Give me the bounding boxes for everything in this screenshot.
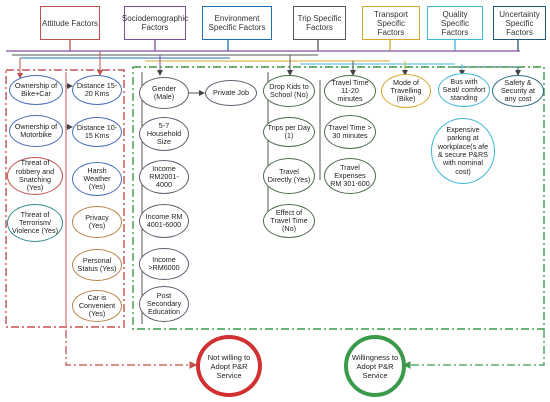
node-expensive-parking: Expensive parking at workplace(s afe & s…: [431, 118, 495, 184]
node-ownership-bike-car: Ownership of Bike+Car: [9, 75, 63, 105]
node-threat-robbery: Threat of robbery and Snatching (Yes): [7, 157, 63, 195]
node-ownership-motorbike: Ownership of Motorbike: [9, 115, 63, 147]
node-income-2001: Income RM2001-4000: [139, 160, 189, 194]
node-travel-time-11-20: Travel Time 11-20 minutes: [324, 75, 376, 107]
category-transport: Transport Specific Factors: [362, 6, 420, 40]
node-threat-terrorism: Threat of Terrorism/ Violence (Yes): [7, 204, 63, 242]
node-privacy: Privacy (Yes): [72, 206, 122, 238]
node-drop-kids: Drop Kids to School (No): [263, 75, 315, 107]
node-travel-directly: Travel Directly (Yes): [263, 158, 315, 194]
node-household: 5-7 Household Size: [139, 117, 189, 151]
node-trips-per-day: Trips per Day (1): [263, 117, 315, 147]
node-income-6000: Income >RM6000: [139, 248, 189, 280]
node-effect-travel-time: Effect of Travel Time (No): [263, 204, 315, 238]
category-uncertainty: Uncertainty Specific Factors: [493, 6, 546, 40]
category-trip: Trip Specific Factors: [293, 6, 346, 40]
node-post-secondary: Post Secondary Education: [139, 286, 189, 322]
category-attitude: Attitude Factors: [40, 6, 100, 40]
node-travel-expenses: Travel Expenses RM 301-600: [324, 158, 376, 194]
node-mode-travelling: Mode of Travelling (Bike): [381, 74, 431, 108]
node-private-job: Private Job: [205, 80, 257, 106]
node-car-convenient: Car is Convenient (Yes): [72, 290, 122, 322]
node-safety-security: Safety & Security at any cost: [492, 75, 544, 107]
node-gender: Gender (Male): [139, 77, 189, 109]
category-environment: Environment Specific Factors: [202, 6, 272, 40]
node-personal-status: Personal Status (Yes): [72, 249, 122, 281]
category-quality: Quality Specific Factors: [427, 6, 483, 40]
node-income-4001: Income RM 4001-6000: [139, 204, 189, 238]
node-travel-time-30: Travel Time > 30 minutes: [324, 115, 376, 149]
outcome-not-willing: Not willing to Adopt P&R Service: [196, 335, 262, 397]
node-harsh-weather: Harsh Weather (Yes): [72, 162, 122, 196]
category-sociodemographic: Sociodemographic Factors: [122, 6, 188, 40]
outcome-willing: Willingness to Adopt P&R Service: [344, 335, 406, 397]
node-distance-15-20: Distance 15-20 Kms: [72, 75, 122, 105]
node-bus-seat: Bus with Seat/ comfort standing: [438, 73, 490, 107]
node-distance-10-15: Distance 10-15 Kms: [72, 117, 122, 147]
